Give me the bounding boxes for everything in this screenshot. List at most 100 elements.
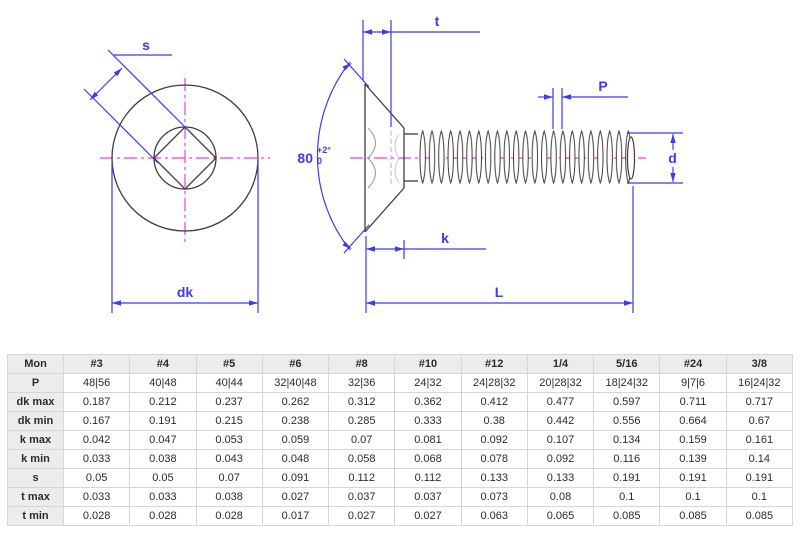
t-dimension bbox=[362, 20, 480, 127]
table-cell: 0.191 bbox=[593, 468, 661, 488]
spec-table-header: Mon #3 #4 #5 #6 #8 #10 #12 1/4 5/16 #24 … bbox=[7, 354, 794, 374]
table-cell: 0.038 bbox=[129, 449, 197, 469]
table-cell: 32|40|48 bbox=[261, 373, 330, 393]
table-cell: 16|24|32 bbox=[725, 373, 794, 393]
front-view: s dk bbox=[83, 37, 270, 313]
head-side-outline bbox=[364, 83, 418, 233]
column-header: #24 bbox=[659, 354, 727, 374]
table-cell: 0.556 bbox=[593, 411, 661, 431]
table-cell: 0.068 bbox=[394, 449, 462, 469]
table-cell: 0.262 bbox=[261, 392, 330, 412]
column-header: Mon bbox=[7, 354, 64, 374]
row-label: dk max bbox=[7, 392, 64, 412]
row-label: k max bbox=[7, 430, 64, 450]
table-cell: 0.033 bbox=[62, 487, 131, 507]
angle-value-label: 80 bbox=[297, 150, 313, 166]
table-cell: 24|32 bbox=[394, 373, 462, 393]
table-cell: 0.078 bbox=[460, 449, 528, 469]
table-cell: 0.033 bbox=[62, 449, 131, 469]
table-cell: 0.07 bbox=[328, 430, 396, 450]
table-cell: 0.065 bbox=[526, 506, 595, 526]
table-cell: 0.139 bbox=[659, 449, 727, 469]
table-cell: 0.058 bbox=[328, 449, 396, 469]
length-label: L bbox=[495, 284, 504, 300]
table-cell: 0.08 bbox=[526, 487, 595, 507]
table-cell: 0.085 bbox=[725, 506, 794, 526]
table-cell: 0.053 bbox=[195, 430, 263, 450]
row-label: P bbox=[7, 373, 64, 393]
column-header: #4 bbox=[129, 354, 197, 374]
row-label: s bbox=[7, 468, 64, 488]
table-cell: 0.047 bbox=[129, 430, 197, 450]
table-cell: 9|7|6 bbox=[659, 373, 727, 393]
table-cell: 0.07 bbox=[195, 468, 263, 488]
front-centerlines bbox=[100, 78, 270, 243]
table-cell: 0.133 bbox=[526, 468, 595, 488]
row-label: k min bbox=[7, 449, 64, 469]
t-label: t bbox=[435, 13, 440, 29]
table-cell: 0.664 bbox=[659, 411, 727, 431]
table-cell: 0.037 bbox=[394, 487, 462, 507]
column-header: #10 bbox=[394, 354, 462, 374]
table-cell: 20|28|32 bbox=[526, 373, 595, 393]
column-header: #5 bbox=[195, 354, 263, 374]
table-cell: 48|56 bbox=[62, 373, 131, 393]
table-cell: 0.091 bbox=[261, 468, 330, 488]
pitch-label: P bbox=[598, 78, 607, 94]
angle-dimension bbox=[316, 58, 370, 254]
column-header: #6 bbox=[261, 354, 330, 374]
table-cell: 0.285 bbox=[328, 411, 396, 431]
table-cell: 24|28|32 bbox=[460, 373, 528, 393]
column-header: 5/16 bbox=[593, 354, 661, 374]
row-label: t max bbox=[7, 487, 64, 507]
table-cell: 0.038 bbox=[195, 487, 263, 507]
table-cell: 0.028 bbox=[195, 506, 263, 526]
column-header: #12 bbox=[460, 354, 528, 374]
table-cell: 0.38 bbox=[460, 411, 528, 431]
table-cell: 0.191 bbox=[725, 468, 794, 488]
row-label: t min bbox=[7, 506, 64, 526]
table-cell: 0.05 bbox=[129, 468, 197, 488]
k-label: k bbox=[441, 230, 449, 246]
column-header: #8 bbox=[328, 354, 396, 374]
table-cell: 0.333 bbox=[394, 411, 462, 431]
table-cell: 0.037 bbox=[328, 487, 396, 507]
technical-drawing: s dk bbox=[83, 13, 683, 313]
table-cell: 0.085 bbox=[659, 506, 727, 526]
table-cell: 0.116 bbox=[593, 449, 661, 469]
table-cell: 0.412 bbox=[460, 392, 528, 412]
table-cell: 0.1 bbox=[593, 487, 661, 507]
bolt-end-chamfer bbox=[626, 136, 636, 180]
table-cell: 0.597 bbox=[593, 392, 661, 412]
thread-section bbox=[418, 130, 632, 184]
s-label: s bbox=[142, 37, 150, 53]
row-label: dk min bbox=[7, 411, 64, 431]
table-cell: 0.063 bbox=[460, 506, 528, 526]
table-cell: 0.67 bbox=[725, 411, 794, 431]
table-cell: 0.238 bbox=[261, 411, 330, 431]
table-cell: 0.167 bbox=[62, 411, 131, 431]
table-cell: 0.133 bbox=[460, 468, 528, 488]
column-header: 1/4 bbox=[526, 354, 595, 374]
table-cell: 0.134 bbox=[593, 430, 661, 450]
spec-table: Mon #3 #4 #5 #6 #8 #10 #12 1/4 5/16 #24 … bbox=[7, 354, 794, 526]
length-dimension bbox=[366, 186, 634, 313]
pitch-dimension bbox=[538, 88, 628, 129]
table-cell: 0.1 bbox=[659, 487, 727, 507]
column-header: #3 bbox=[62, 354, 131, 374]
diameter-dimension bbox=[627, 132, 683, 184]
table-cell: 0.112 bbox=[394, 468, 462, 488]
table-cell: 0.028 bbox=[129, 506, 197, 526]
table-cell: 0.191 bbox=[659, 468, 727, 488]
table-cell: 0.073 bbox=[460, 487, 528, 507]
head-outer-circle bbox=[111, 84, 259, 232]
table-cell: 0.312 bbox=[328, 392, 396, 412]
table-cell: 18|24|32 bbox=[593, 373, 661, 393]
